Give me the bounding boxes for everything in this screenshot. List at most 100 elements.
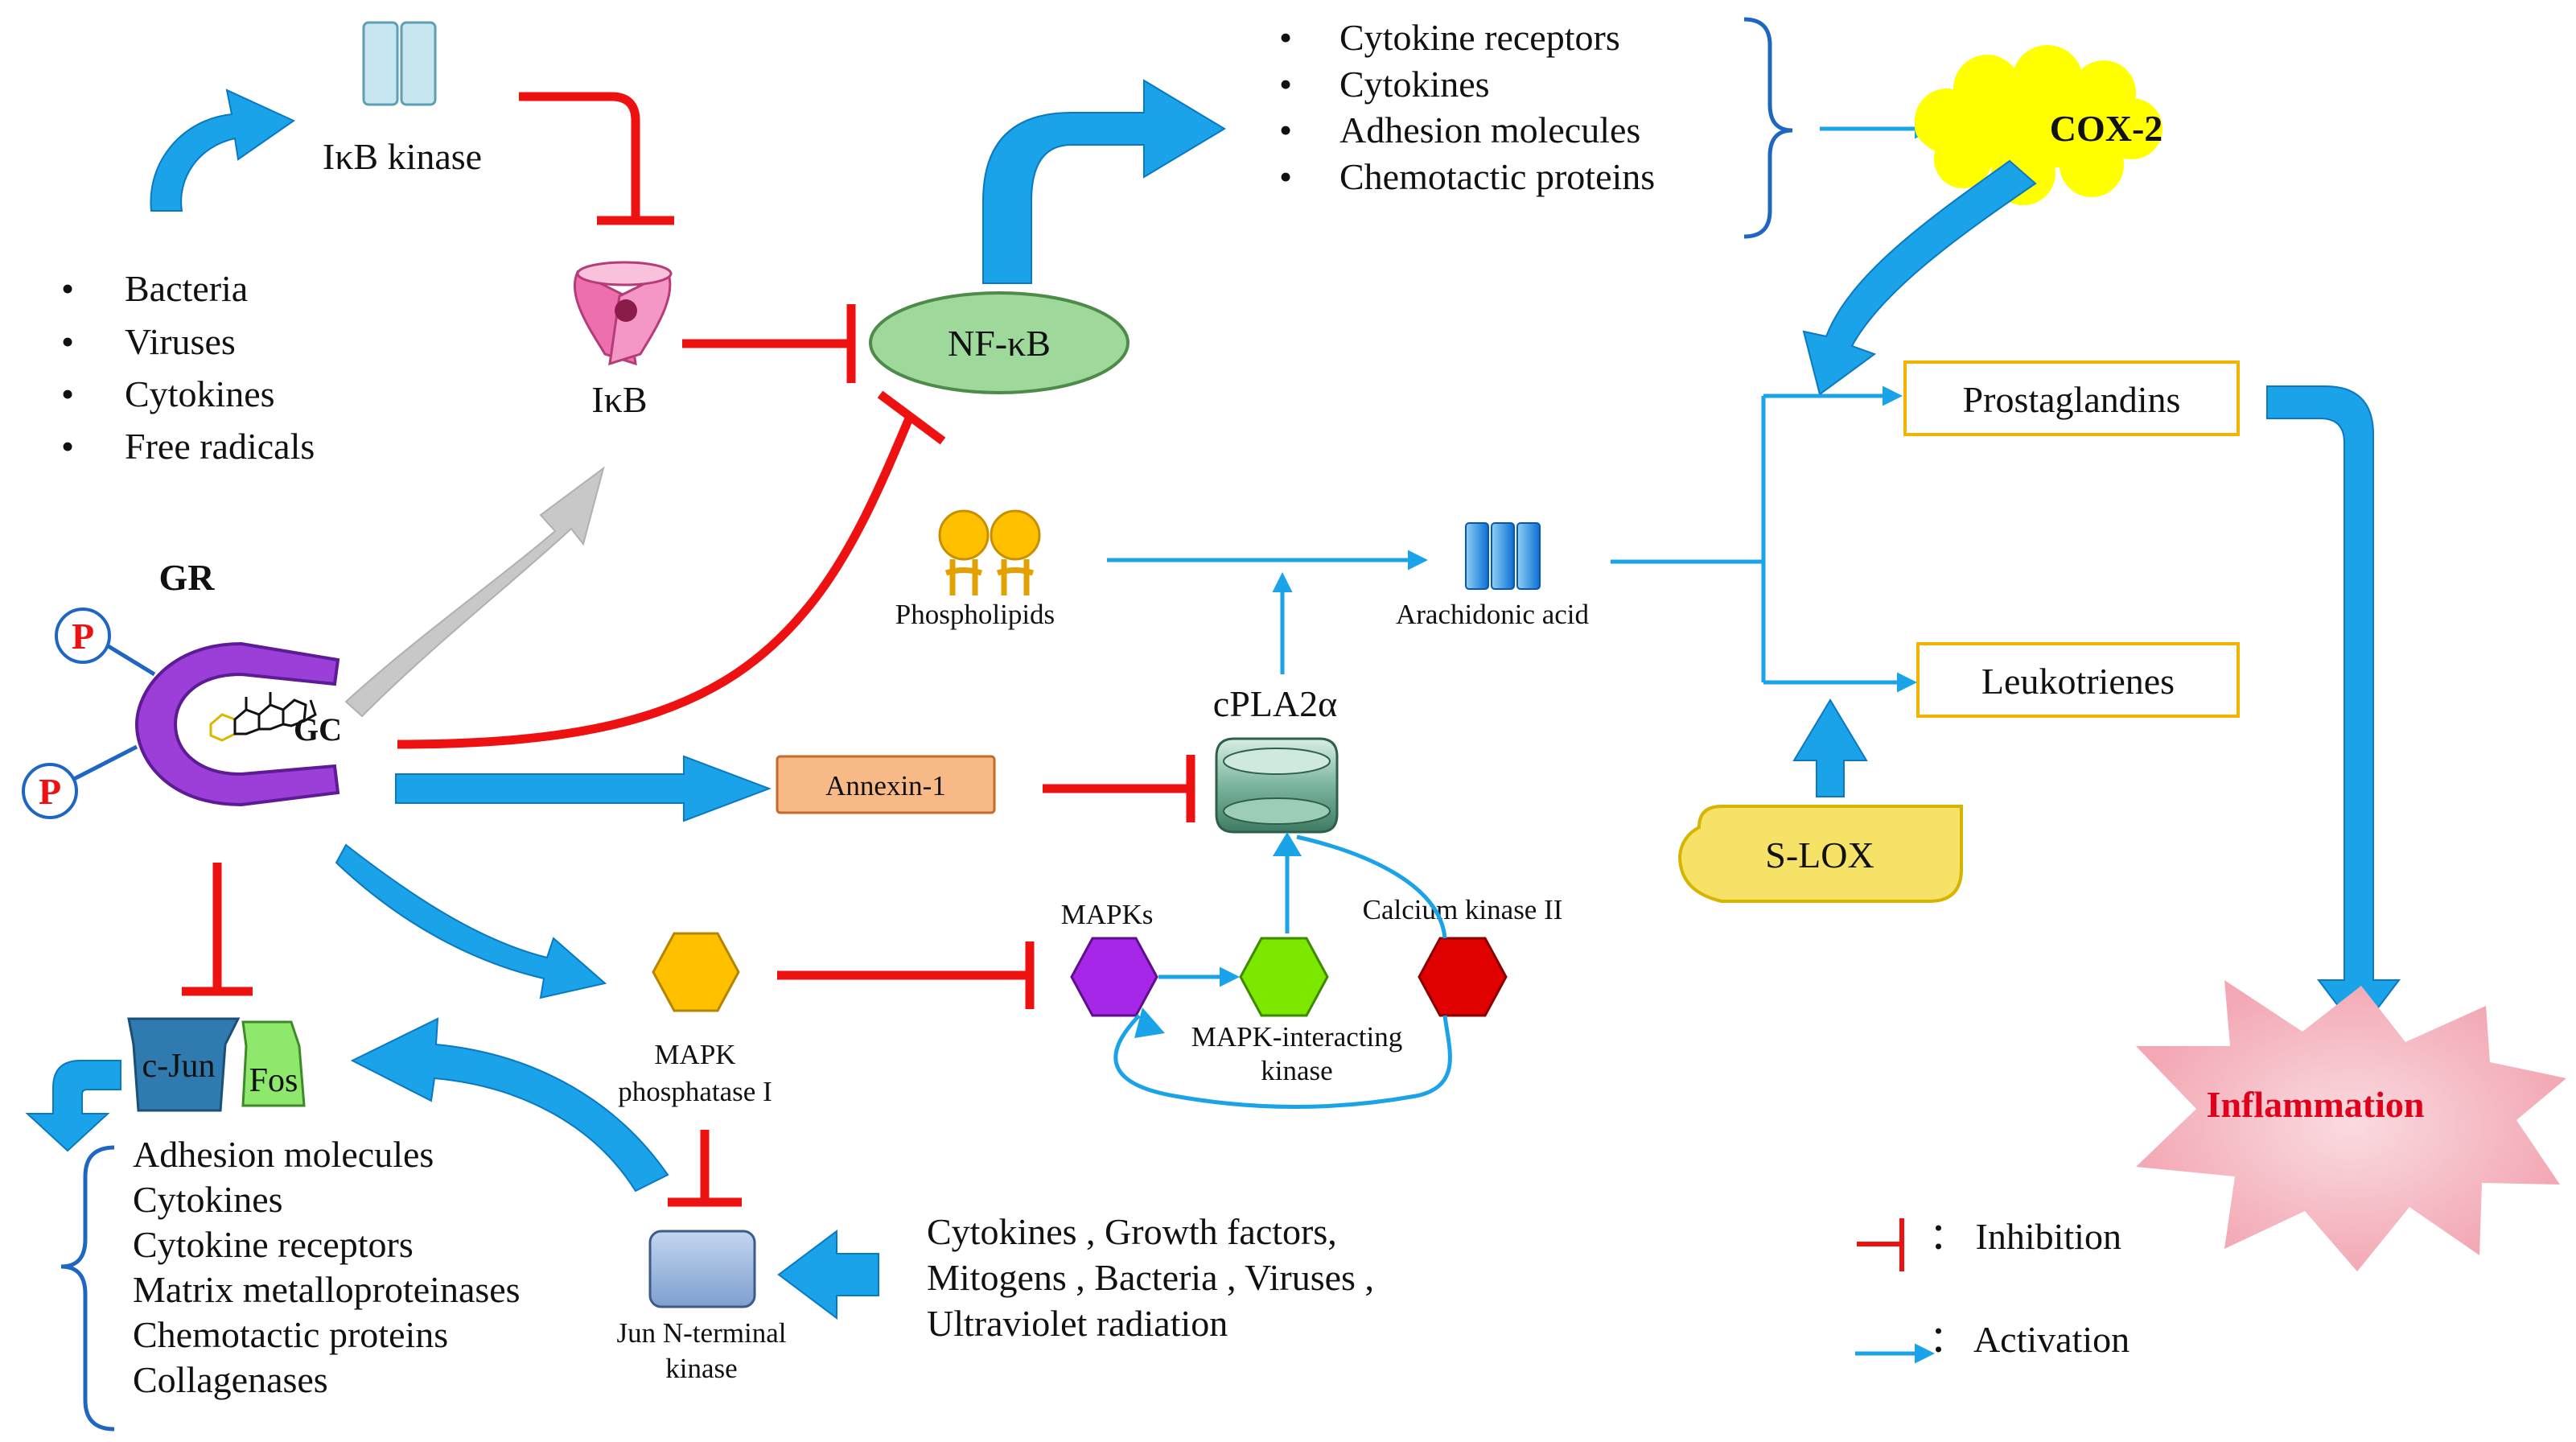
jnk-label-line1: Jun N-terminal <box>617 1317 787 1349</box>
bullet: • <box>61 321 74 362</box>
calcium-kinase-label: Calcium kinase II <box>1363 894 1563 925</box>
arachidonic-acid-branch-lines <box>1611 396 1766 682</box>
ap1-targets-brace <box>60 1145 115 1432</box>
list-item: Cytokines , Growth factors, <box>927 1211 1337 1252</box>
legend: ： Inhibition ： Activation <box>1855 1216 2130 1364</box>
prostaglandins-box <box>1903 360 2240 436</box>
fos-icon <box>241 1020 306 1107</box>
annexin-label: Annexin-1 <box>825 770 946 801</box>
mapk-cycle-arrowhead <box>1134 1007 1165 1038</box>
gr-nfkb-inhibition-bar <box>877 390 946 445</box>
list-item: Bacteria <box>125 268 248 309</box>
mapks-icon <box>1070 937 1158 1017</box>
arachidonic-acid-icon <box>1465 522 1541 590</box>
mapk-phosphatase-icon <box>652 932 740 1012</box>
jnk-stimuli-list: Cytokines , Growth factors, Mitogens , B… <box>927 1211 1374 1344</box>
phospho-badge-top: P <box>55 608 156 677</box>
list-item: Chemotactic proteins <box>1339 156 1655 197</box>
cpla2a-activation-arrowhead <box>1273 832 1302 856</box>
bullet: • <box>61 426 74 467</box>
bullet: • <box>61 268 74 309</box>
list-item: Adhesion molecules <box>133 1134 434 1175</box>
legend-activation-label: ： Activation <box>1929 1319 2130 1360</box>
mapk-cycle-loop <box>1113 834 1452 1109</box>
list-item: Chemotactic proteins <box>133 1314 448 1355</box>
calcium-kinase-icon <box>1418 937 1508 1017</box>
nfkb-label: NF-κB <box>948 323 1051 364</box>
nfkb-activation-elbow-arrow <box>982 79 1226 284</box>
ikb-kinase-inhibits-ikb <box>519 92 640 219</box>
ikb-kinase-label: IκB kinase <box>323 136 482 177</box>
list-item: Cytokine receptors <box>133 1224 414 1265</box>
list-item: Adhesion molecules <box>1339 109 1640 150</box>
jnk-label-line2: kinase <box>665 1353 737 1384</box>
slox-node <box>1677 805 1963 903</box>
stimuli-list: • Bacteria • Viruses • Cytokines • Free … <box>61 268 315 467</box>
phospholipids-label: Phospholipids <box>895 599 1055 630</box>
list-item: Ultraviolet radiation <box>927 1303 1228 1344</box>
cox2-label: COX-2 <box>2050 108 2163 149</box>
cox2-node <box>1915 45 2162 205</box>
bullet: • <box>61 373 74 414</box>
ap1-targets-elbow-arrow <box>25 1060 121 1152</box>
list-item: Cytokine receptors <box>1339 17 1620 58</box>
slox-label: S-LOX <box>1765 834 1874 876</box>
ikb-icon <box>573 261 673 366</box>
bullet: • <box>1279 64 1292 105</box>
leukotrienes-label: Leukotrienes <box>1981 661 2175 702</box>
mapk-interacting-kinase-icon <box>1239 937 1329 1017</box>
gr-receptor-shape <box>134 641 340 807</box>
list-item: Matrix metalloproteinases <box>133 1269 521 1310</box>
gr-label: GR <box>159 557 216 598</box>
bullet: • <box>1279 156 1292 197</box>
mapk-phosphatase-label-line2: phosphatase I <box>618 1076 772 1107</box>
mapk-interacting-label-line2: kinase <box>1261 1055 1332 1086</box>
mapk-phosphatase-label-line1: MAPK <box>654 1039 735 1070</box>
phospho-badge-bottom: P <box>22 744 138 819</box>
stimuli-activation-curved-arrow <box>150 89 296 212</box>
bullet: • <box>1279 17 1292 58</box>
mapk-interacting-label-line1: MAPK-interacting <box>1191 1021 1402 1053</box>
ap1-targets-list: Adhesion molecules Cytokines Cytokine re… <box>133 1134 521 1400</box>
prostaglandins-to-inflammation-arrow <box>2266 385 2401 1035</box>
mapks-label: MAPKs <box>1061 899 1154 930</box>
annexin-box <box>776 755 996 814</box>
arachidonic-acid-label: Arachidonic acid <box>1396 599 1590 630</box>
phospho-p-label: P <box>72 616 94 657</box>
list-item: Free radicals <box>125 426 315 467</box>
gc-steroid-icon <box>209 692 317 742</box>
prostaglandins-label: Prostaglandins <box>1963 379 2181 420</box>
list-item: Mitogens , Bacteria , Viruses , <box>927 1257 1374 1298</box>
gr-to-mapk-phosphatase-arrow <box>335 843 607 999</box>
nfkb-targets-brace <box>1743 17 1793 239</box>
cpla2a-icon <box>1215 737 1339 834</box>
cjun-label: c-Jun <box>142 1048 216 1085</box>
cox2-to-prostaglandins-arrow <box>1802 159 2037 396</box>
list-item: Cytokines <box>133 1179 283 1220</box>
nfkb-targets-list: • Cytokine receptors • Cytokines • Adhes… <box>1279 17 1655 197</box>
slox-to-leukotrienes-arrow <box>1792 698 1868 797</box>
ikb-kinase-icon <box>362 21 437 106</box>
jnk-to-ap1-arrow <box>350 1017 669 1193</box>
gr-to-ikb-gray-arrow <box>344 466 605 718</box>
legend-inhibition-label: ： Inhibition <box>1929 1216 2121 1257</box>
gr-to-annexin-arrow <box>395 755 772 822</box>
fos-label: Fos <box>249 1062 298 1099</box>
bullet: • <box>1279 109 1292 150</box>
cpla2a-label: cPLA2α <box>1213 683 1337 724</box>
list-item: Cytokines <box>1339 64 1490 105</box>
inflammation-label: Inflammation <box>2207 1084 2425 1125</box>
inflammation-node <box>2136 980 2566 1271</box>
leukotrienes-box <box>1916 642 2240 718</box>
ikb-label: IκB <box>591 379 647 420</box>
gc-label: GC <box>294 711 342 748</box>
cjun-icon <box>127 1017 241 1112</box>
list-item: Cytokines <box>125 373 275 414</box>
stimuli-to-jnk-arrow <box>777 1230 879 1320</box>
gr-inhibits-nfkb <box>397 416 914 749</box>
list-item: Viruses <box>125 321 236 362</box>
phospholipids-icon <box>938 509 1041 595</box>
nfkb-node <box>869 291 1130 394</box>
list-item: Collagenases <box>133 1359 328 1400</box>
